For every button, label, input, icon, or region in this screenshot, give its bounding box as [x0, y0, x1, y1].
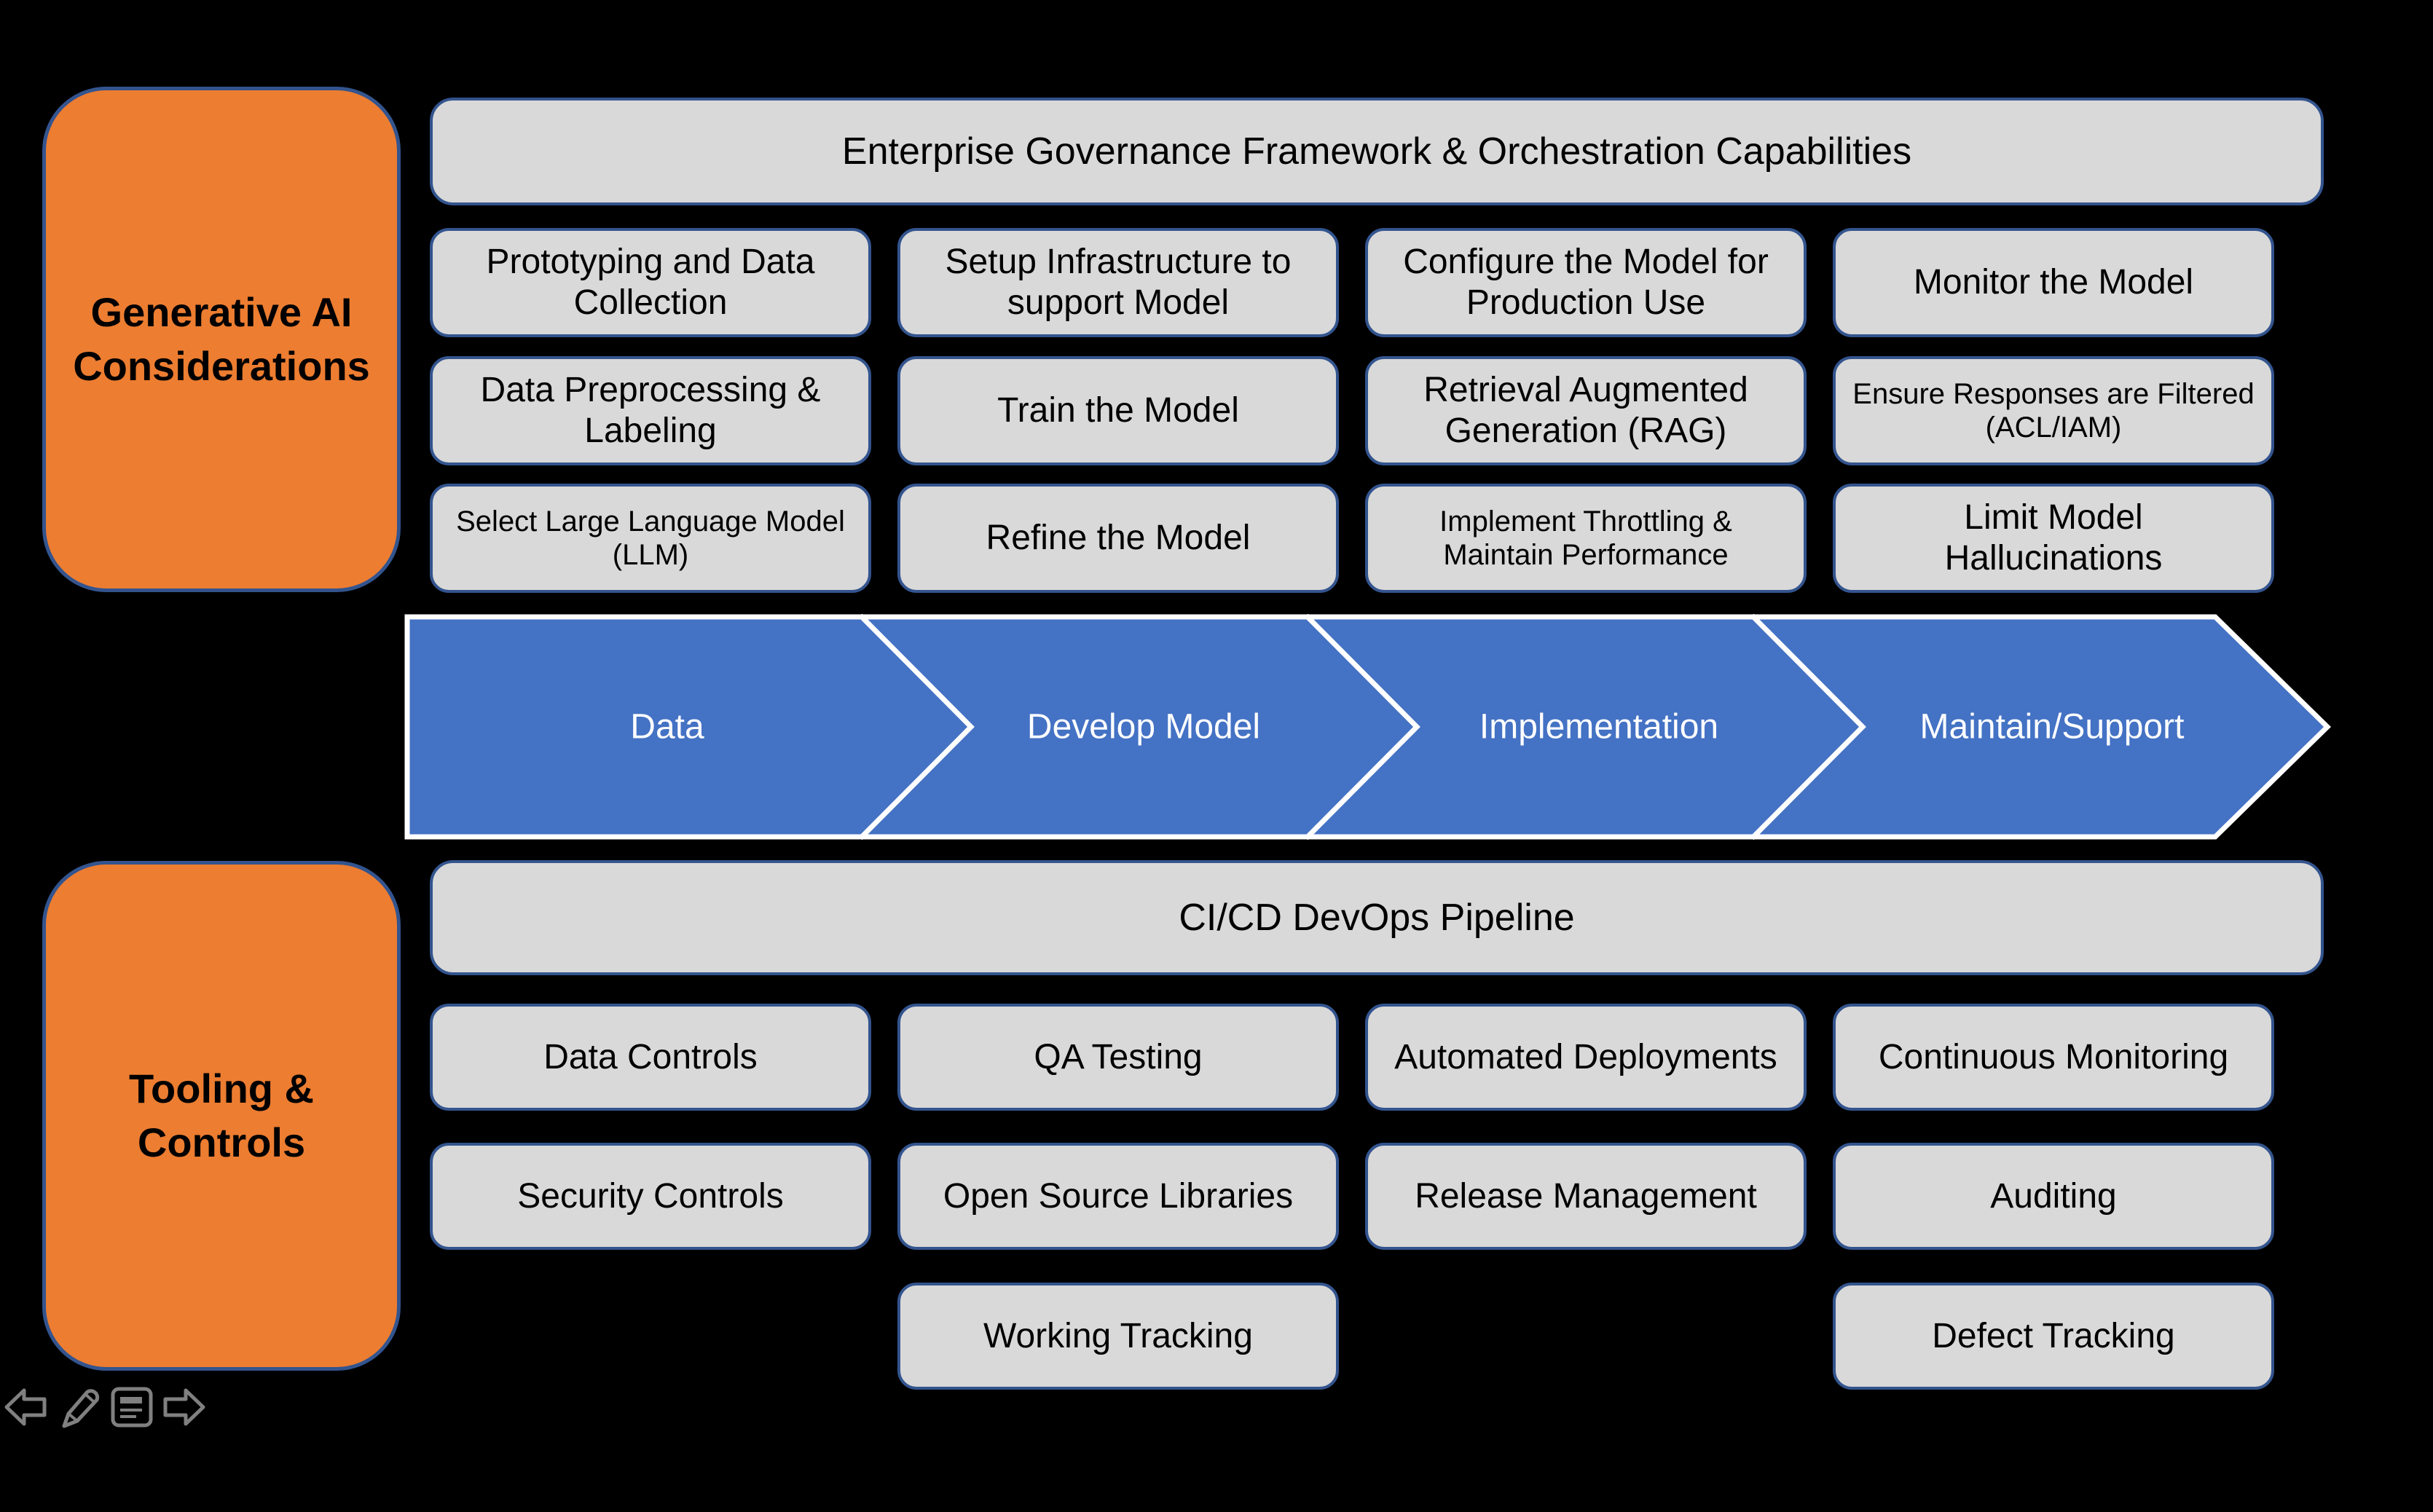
process-arrow-shape	[404, 614, 2331, 840]
cell-ensure-responses-filtered: Ensure Responses are Filtered (ACL/IAM)	[1833, 356, 2274, 465]
cell-continuous-monitoring: Continuous Monitoring	[1833, 1004, 2274, 1111]
cell-configure-model-production: Configure the Model for Production Use	[1365, 228, 1807, 337]
cell-implement-throttling: Implement Throttling & Maintain Performa…	[1365, 484, 1807, 593]
cell-data-preprocessing-labeling: Data Preprocessing & Labeling	[430, 356, 871, 465]
cell-label: Refine the Model	[986, 519, 1251, 558]
cell-label: Implement Throttling & Maintain Performa…	[1439, 505, 1732, 571]
stage-label-data: Data	[630, 707, 704, 747]
cell-label: QA Testing	[1034, 1037, 1203, 1076]
cell-label: Setup Infrastructure to support Model	[945, 243, 1292, 322]
cell-label: Working Tracking	[983, 1316, 1253, 1355]
cell-label: Data Controls	[543, 1037, 758, 1076]
cell-label: Monitor the Model	[1913, 263, 2194, 302]
cell-label: Auditing	[1990, 1176, 2117, 1216]
cell-limit-model-hallucinations: Limit Model Hallucinations	[1833, 484, 2274, 593]
cell-working-tracking: Working Tracking	[897, 1283, 1339, 1390]
cell-open-source-libraries: Open Source Libraries	[897, 1143, 1339, 1250]
cell-label: Limit Model Hallucinations	[1944, 498, 2163, 578]
cell-label: Retrieval Augmented Generation (RAG)	[1423, 371, 1748, 450]
cell-label: Select Large Language Model (LLM)	[456, 505, 845, 571]
cell-label: Ensure Responses are Filtered (ACL/IAM)	[1852, 377, 2255, 444]
presenter-controls	[4, 1384, 205, 1430]
previous-slide-icon[interactable]	[4, 1384, 48, 1430]
panel-generative-ai-considerations: Generative AI Considerations	[42, 87, 401, 592]
stage-label-develop-model: Develop Model	[1026, 707, 1261, 747]
cell-label: Automated Deployments	[1394, 1037, 1777, 1076]
cell-select-llm: Select Large Language Model (LLM)	[430, 484, 871, 593]
process-arrow: Data Develop Model Implementation Mainta…	[404, 614, 2335, 840]
next-slide-icon[interactable]	[162, 1384, 205, 1430]
cell-label: Train the Model	[997, 391, 1239, 430]
stage-label-implementation: Implementation	[1479, 707, 1719, 747]
cell-automated-deployments: Automated Deployments	[1365, 1004, 1807, 1111]
cell-release-management: Release Management	[1365, 1143, 1807, 1250]
cicd-header-bar: CI/CD DevOps Pipeline	[430, 860, 2324, 975]
cell-label: Continuous Monitoring	[1878, 1037, 2229, 1076]
cell-qa-testing: QA Testing	[897, 1004, 1339, 1111]
cell-label: Data Preprocessing & Labeling	[480, 371, 821, 450]
governance-header-bar: Enterprise Governance Framework & Orches…	[430, 98, 2324, 205]
cell-refine-the-model: Refine the Model	[897, 484, 1339, 593]
cell-label: Open Source Libraries	[943, 1176, 1294, 1216]
cell-defect-tracking: Defect Tracking	[1833, 1283, 2274, 1390]
panel-tooling-controls-label: Tooling & Controls	[129, 1066, 314, 1165]
cell-setup-infrastructure: Setup Infrastructure to support Model	[897, 228, 1339, 337]
comments-icon[interactable]	[109, 1384, 154, 1430]
panel-generative-ai-label: Generative AI Considerations	[73, 289, 370, 389]
cell-retrieval-augmented-generation: Retrieval Augmented Generation (RAG)	[1365, 356, 1807, 465]
cell-label: Configure the Model for Production Use	[1403, 243, 1769, 322]
pen-icon[interactable]	[55, 1384, 102, 1430]
cell-data-controls: Data Controls	[430, 1004, 871, 1111]
cell-train-the-model: Train the Model	[897, 356, 1339, 465]
cell-label: Defect Tracking	[1932, 1316, 2175, 1355]
cell-auditing: Auditing	[1833, 1143, 2274, 1250]
cicd-header-label: CI/CD DevOps Pipeline	[1179, 897, 1575, 939]
stage-label-maintain-support: Maintain/Support	[1919, 707, 2185, 747]
cell-monitor-the-model: Monitor the Model	[1833, 228, 2274, 337]
cell-label: Security Controls	[517, 1176, 784, 1216]
cell-security-controls: Security Controls	[430, 1143, 871, 1250]
governance-header-label: Enterprise Governance Framework & Orches…	[841, 130, 1912, 173]
panel-tooling-controls: Tooling & Controls	[42, 861, 401, 1371]
cell-label: Prototyping and Data Collection	[486, 243, 815, 322]
cell-label: Release Management	[1415, 1176, 1757, 1216]
cell-prototyping-data-collection: Prototyping and Data Collection	[430, 228, 871, 337]
